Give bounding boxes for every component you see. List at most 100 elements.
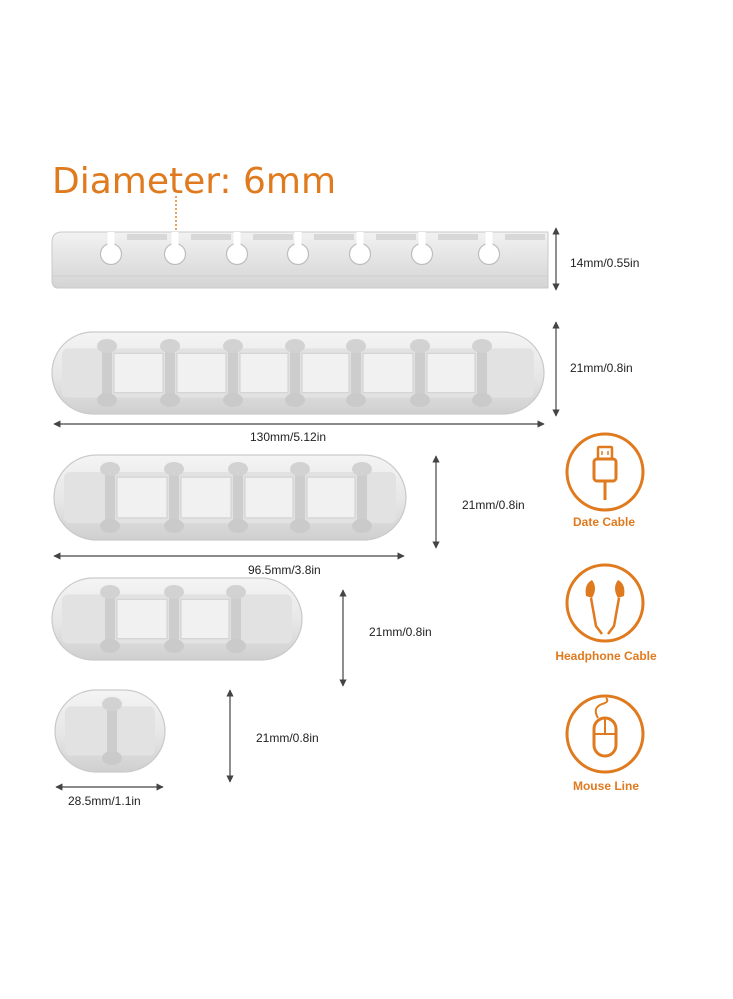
side-hole-opening [233, 232, 241, 246]
slot-top-notch [352, 462, 372, 476]
cable-slot [233, 463, 243, 532]
slot-top-notch [100, 585, 120, 599]
slot-bottom-notch [102, 751, 122, 765]
slot-bottom-notch [164, 519, 184, 533]
cable-slot [415, 340, 425, 406]
cable-slot [165, 340, 175, 406]
cable-slot [231, 586, 241, 652]
holder-7-slot [51, 331, 545, 415]
holder-5-slot [53, 454, 407, 541]
side-slot-bridge [253, 234, 293, 240]
cable-slot [107, 698, 117, 764]
slot-bottom-notch [97, 393, 117, 407]
slot-bottom-notch [164, 639, 184, 653]
side-cable-hole [348, 242, 372, 266]
slot-top-notch [285, 339, 305, 353]
slot-bottom-notch [228, 519, 248, 533]
slot-bottom-notch [472, 393, 492, 407]
slot-top-notch [164, 462, 184, 476]
holder-slot-block [113, 352, 164, 394]
side-hole-opening [356, 232, 364, 246]
side-hole-opening [294, 232, 302, 246]
side-cable-hole [163, 242, 187, 266]
slot-top-notch [164, 585, 184, 599]
slot-top-notch [228, 462, 248, 476]
cable-slot [105, 586, 115, 652]
cable-slot [295, 463, 305, 532]
side-cable-hole [477, 242, 501, 266]
slot-top-notch [160, 339, 180, 353]
cable-label-1: Headphone Cable [555, 649, 657, 663]
slot-bottom-notch [100, 639, 120, 653]
slot-bottom-notch [290, 519, 310, 533]
holder-slot-block [176, 352, 227, 394]
cable-slot [477, 340, 487, 406]
holder-slot-block [239, 352, 289, 394]
cable-slot [290, 340, 300, 406]
h3-label: 21mm/0.8in [369, 625, 432, 639]
slot-bottom-notch [160, 393, 180, 407]
w1-label: 28.5mm/1.1in [68, 794, 141, 808]
side-cable-hole [225, 242, 249, 266]
holder-side-view [51, 231, 549, 289]
side-slot-bridge [314, 234, 354, 240]
cable-slot [105, 463, 115, 532]
slot-top-notch [226, 585, 246, 599]
slot-top-notch [346, 339, 366, 353]
w5-label: 96.5mm/3.8in [248, 563, 321, 577]
diameter-headline: Diameter: 6mm [52, 161, 336, 202]
side-slot-bridge [191, 234, 231, 240]
slot-top-notch [223, 339, 243, 353]
cable-label-2: Mouse Line [573, 779, 639, 793]
slot-bottom-notch [410, 393, 430, 407]
side-hole-opening [107, 232, 115, 246]
slot-top-notch [97, 339, 117, 353]
side-hole-opening [485, 232, 493, 246]
slot-bottom-notch [346, 393, 366, 407]
side-hole-opening [171, 232, 179, 246]
side-slot-bridge [376, 234, 416, 240]
side-height-label: 14mm/0.55in [570, 256, 639, 270]
h1-label: 21mm/0.8in [256, 731, 319, 745]
side-slot-bridge [438, 234, 478, 240]
slot-top-notch [472, 339, 492, 353]
cable-slot [169, 586, 179, 652]
side-cable-hole [99, 242, 123, 266]
holder-slot-block [426, 352, 476, 394]
w7-label: 130mm/5.12in [250, 430, 326, 444]
slot-bottom-notch [226, 639, 246, 653]
slot-bottom-notch [100, 519, 120, 533]
slot-bottom-notch [285, 393, 305, 407]
holder-slot-block [180, 476, 232, 519]
holder-slot-block [306, 476, 356, 519]
slot-top-notch [100, 462, 120, 476]
side-cable-hole [286, 242, 310, 266]
slot-top-notch [410, 339, 430, 353]
usb-cable-icon [565, 432, 645, 512]
h7-label: 21mm/0.8in [570, 361, 633, 375]
earphones-icon [565, 563, 645, 643]
holder-1-slot [54, 689, 166, 773]
side-cable-hole [410, 242, 434, 266]
cable-slot [228, 340, 238, 406]
holder-slot-block [362, 352, 414, 394]
cable-slot [102, 340, 112, 406]
holder-slot-block [116, 598, 168, 640]
slot-top-notch [102, 697, 122, 711]
slot-bottom-notch [352, 519, 372, 533]
holder-slot-block [244, 476, 294, 519]
mouse-icon [565, 694, 645, 774]
side-slot-bridge [127, 234, 167, 240]
slot-bottom-notch [223, 393, 243, 407]
slot-top-notch [290, 462, 310, 476]
cable-slot [169, 463, 179, 532]
cable-slot [357, 463, 367, 532]
side-hole-opening [418, 232, 426, 246]
holder-slot-block [116, 476, 168, 519]
holder-slot-block [301, 352, 350, 394]
holder-3-slot [51, 577, 303, 661]
cable-slot [351, 340, 361, 406]
side-slot-bridge [505, 234, 545, 240]
h5-label: 21mm/0.8in [462, 498, 525, 512]
